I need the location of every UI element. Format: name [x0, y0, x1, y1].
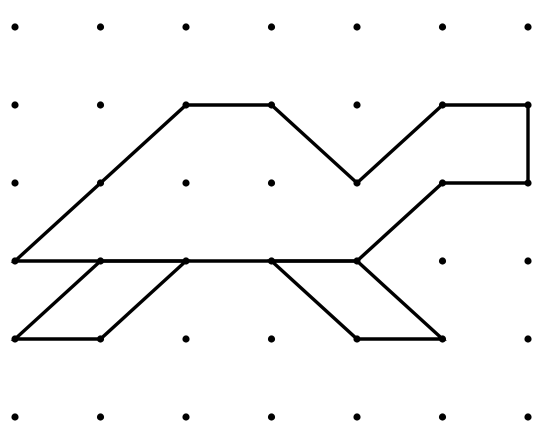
- grid-dot: [182, 179, 189, 186]
- grid-dot: [353, 413, 360, 420]
- grid-dot: [268, 413, 275, 420]
- grid-dot: [97, 23, 104, 30]
- grid-dot: [268, 335, 275, 342]
- grid-dot: [182, 23, 189, 30]
- grid-dot: [182, 413, 189, 420]
- grid-dot: [97, 413, 104, 420]
- grid-dot: [353, 101, 360, 108]
- grid-dot: [524, 23, 531, 30]
- grid-dot: [11, 179, 18, 186]
- grid-dot: [439, 413, 446, 420]
- figure-outlines: [15, 105, 528, 339]
- grid-dot: [11, 23, 18, 30]
- grid-dot: [439, 23, 446, 30]
- grid-dots: [11, 23, 531, 420]
- grid-dot: [524, 413, 531, 420]
- grid-dot: [11, 101, 18, 108]
- right-leg-outline: [272, 261, 443, 339]
- grid-dot: [353, 23, 360, 30]
- grid-dot: [11, 413, 18, 420]
- grid-dot: [97, 101, 104, 108]
- grid-dot: [524, 257, 531, 264]
- grid-dot: [268, 23, 275, 30]
- grid-dot: [182, 335, 189, 342]
- left-leg-outline: [15, 261, 186, 339]
- grid-dot: [439, 257, 446, 264]
- grid-dot: [268, 179, 275, 186]
- grid-dot: [524, 335, 531, 342]
